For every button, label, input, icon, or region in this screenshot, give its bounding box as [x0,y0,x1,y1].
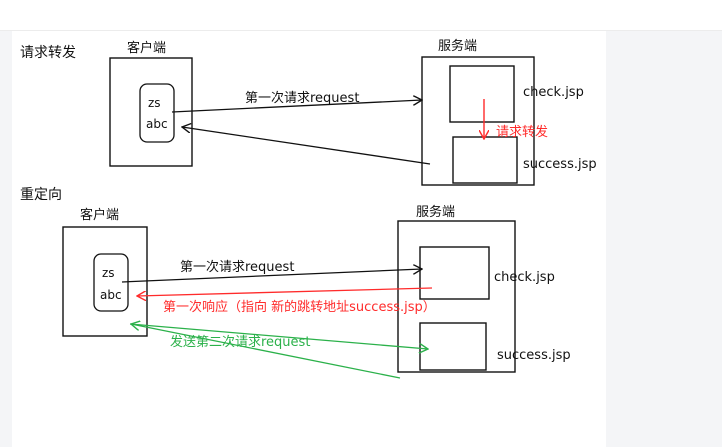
redirect-second-response-arrow [131,324,401,379]
forward-success-label: success.jsp [523,157,597,172]
right-panel [606,31,722,447]
forward-server-label: 服务端 [438,38,477,54]
redirect-client-label: 客户端 [80,207,119,223]
redirect-section-label: 重定向 [20,187,62,203]
top-strip [0,0,722,31]
forward-cookie-box [139,83,175,143]
forward-client-box [109,57,193,167]
redirect-response-label: 第一次响应（指向 新的跳转地址success.jsp） [163,299,436,315]
forward-response-arrow [182,127,431,165]
forward-check-box [449,65,515,123]
redirect-cookie-line1: zs [102,266,115,280]
left-margin [0,31,12,447]
redirect-check-label: check.jsp [494,270,555,285]
forward-check-label: check.jsp [523,85,584,100]
redirect-second-request-label: 发送第二次请求request [170,334,310,350]
redirect-request-label: 第一次请求request [180,259,294,275]
redirect-check-box [419,246,490,300]
forward-request-arrow [171,100,422,113]
forward-cookie-line1: zs [148,96,161,110]
redirect-success-box [419,322,487,371]
forward-cookie-line2: abc [146,117,168,131]
forward-server-box [421,56,535,186]
redirect-success-label: success.jsp [497,348,571,363]
redirect-cookie-box [93,253,129,312]
forward-internal-label: 请求转发 [496,124,548,140]
redirect-server-box [397,220,516,373]
redirect-response-arrow [137,287,433,296]
redirect-cookie-line2: abc [100,288,122,302]
redirect-second-request-arrow [129,323,428,349]
forward-success-box [452,136,518,184]
forward-section-label: 请求转发 [20,45,76,61]
forward-request-label: 第一次请求request [245,90,359,106]
redirect-request-arrow [121,269,422,283]
redirect-server-label: 服务端 [416,204,455,220]
forward-client-label: 客户端 [127,40,166,56]
